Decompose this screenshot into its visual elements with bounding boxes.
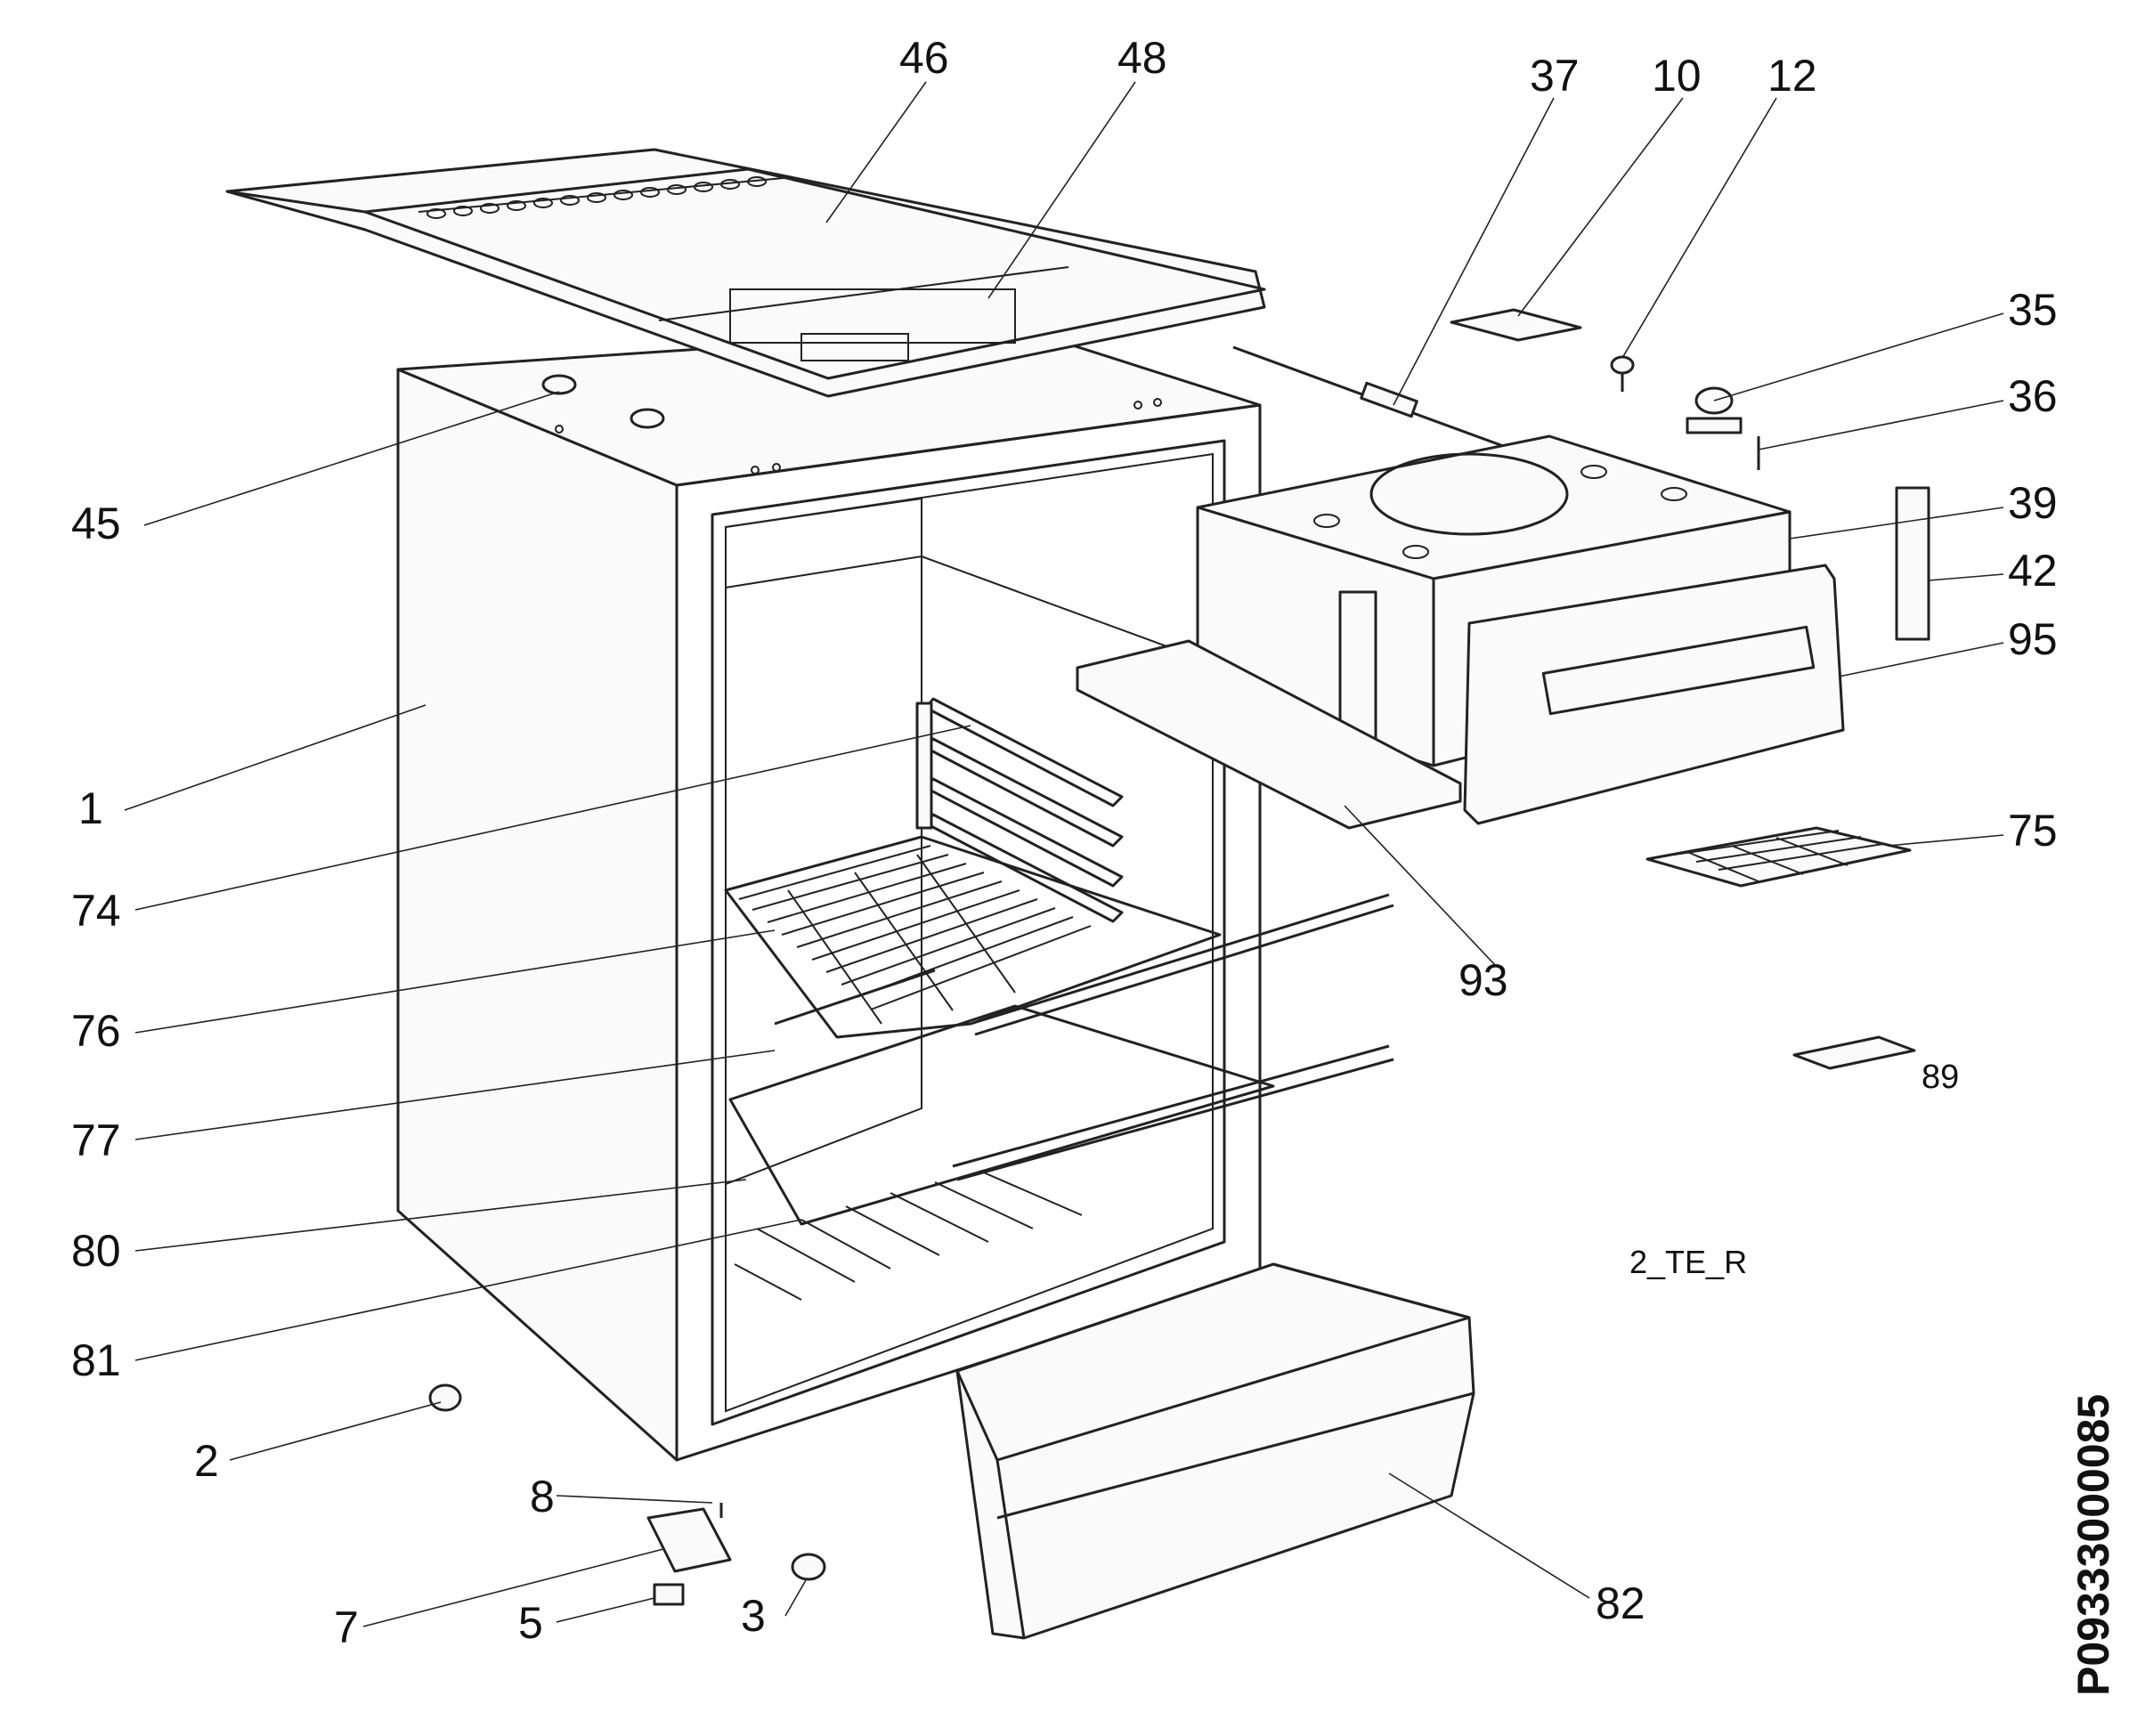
top-cover-drawing: [225, 148, 1266, 398]
model-code: 2_TE_R: [1629, 1244, 1747, 1280]
label-37: 37: [1530, 51, 1580, 101]
crisper-drawing: [955, 1262, 1475, 1640]
label-93: 93: [1459, 955, 1508, 1005]
label-1: 1: [78, 783, 103, 833]
ice-tray-drawing: [1645, 826, 1912, 888]
label-81: 81: [71, 1335, 121, 1385]
label-45: 45: [71, 499, 121, 548]
label-10: 10: [1652, 51, 1702, 101]
label-2: 2: [194, 1436, 219, 1486]
cabinet-drawing: [396, 326, 1262, 1462]
label-75: 75: [2008, 806, 2058, 856]
label-77: 77: [71, 1115, 121, 1165]
label-74: 74: [71, 886, 121, 936]
label-36: 36: [2008, 371, 2058, 421]
label-3: 3: [741, 1591, 766, 1641]
label-5: 5: [518, 1598, 543, 1648]
freezer-drawing: [1076, 308, 1930, 830]
label-76: 76: [71, 1006, 121, 1056]
label-35: 35: [2008, 285, 2058, 335]
label-82: 82: [1596, 1578, 1645, 1628]
label-7: 7: [334, 1602, 359, 1652]
label-48: 48: [1117, 33, 1167, 83]
document-number: P09333000085: [2068, 1394, 2118, 1696]
label-46: 46: [899, 33, 949, 83]
wire-shelf-drawing: [724, 835, 1394, 1039]
small-parts-drawing: [428, 1383, 826, 1606]
leader-lines: [124, 81, 2004, 1627]
label-42: 42: [2008, 546, 2058, 596]
label-12: 12: [1767, 51, 1817, 101]
label-95: 95: [2008, 614, 2058, 664]
shelf-supports: [915, 697, 1124, 923]
glass-shelf-drawing: [728, 1004, 1394, 1301]
label-8: 8: [530, 1472, 555, 1521]
label-89: 89: [1922, 1059, 1959, 1096]
label-39: 39: [2008, 478, 2058, 528]
clip-drawing: [1792, 1035, 1916, 1070]
label-80: 80: [71, 1226, 121, 1276]
part-labels: 46 48 37 10 12 35 36 39 42 95 75 93 89 4…: [71, 33, 2058, 1652]
